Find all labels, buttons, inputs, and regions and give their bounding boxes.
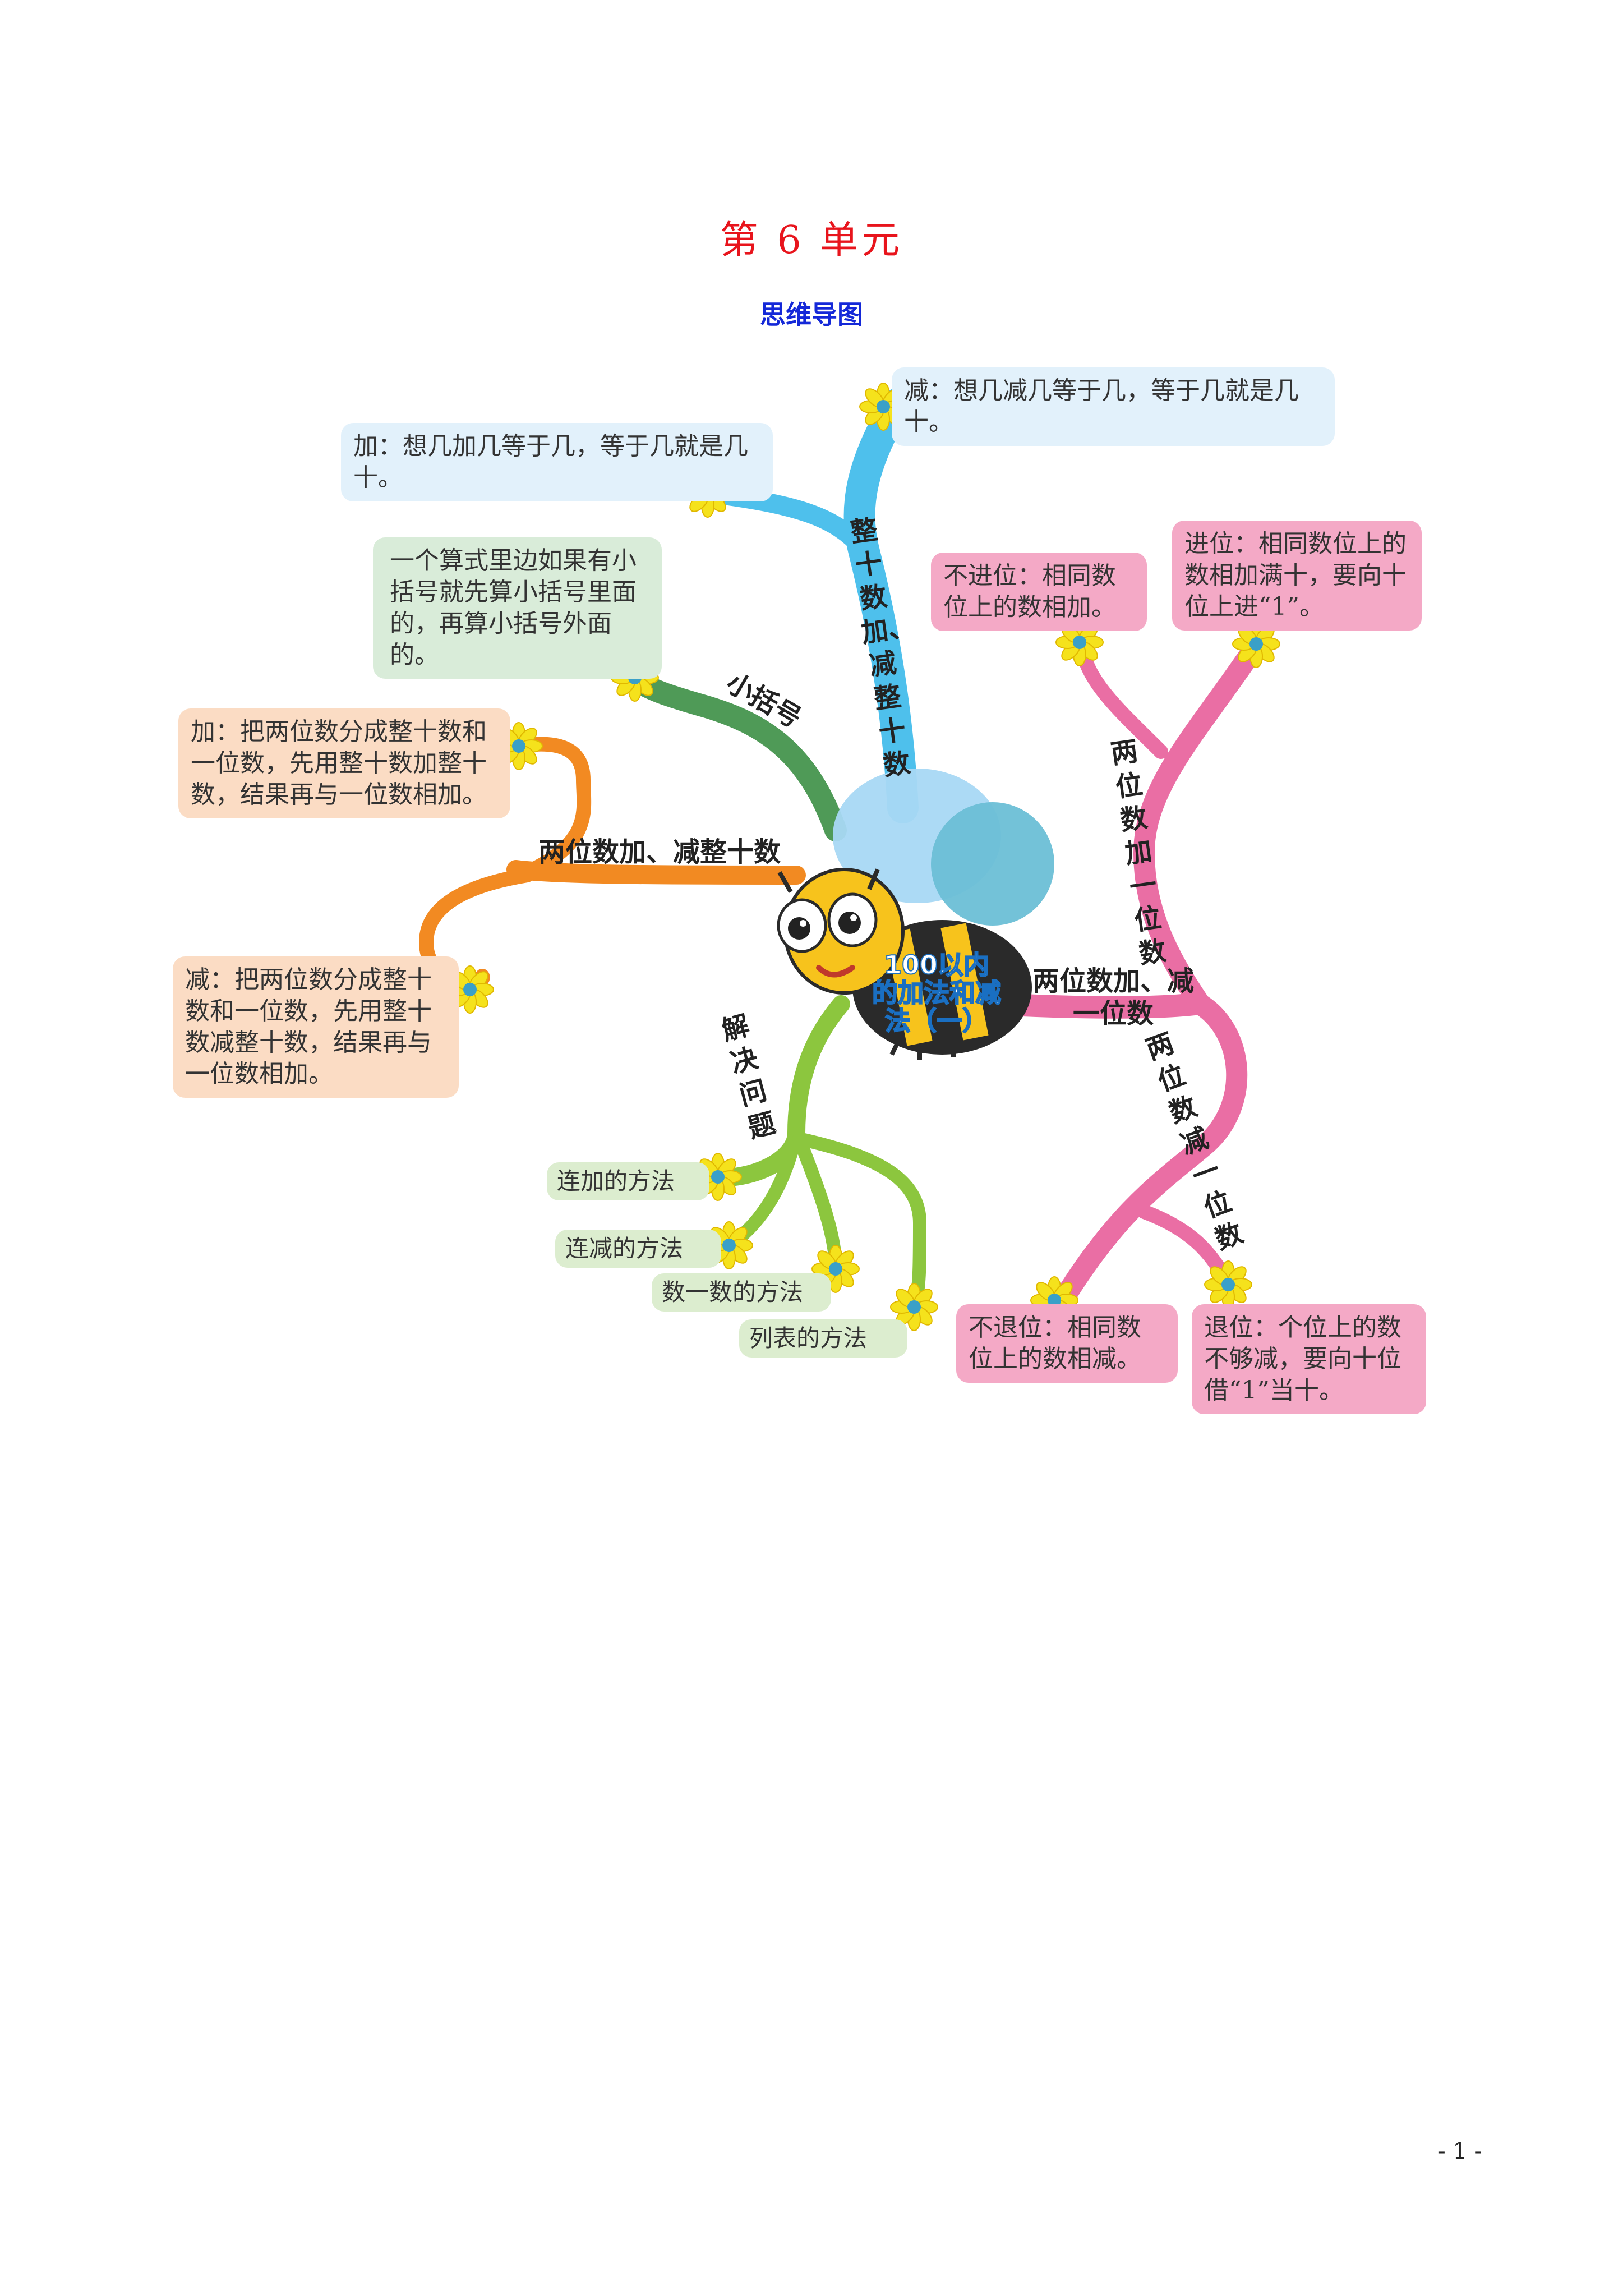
- flower-icon: [1204, 1260, 1252, 1309]
- bee-mascot: [777, 769, 1054, 1060]
- note-borrow: 退位：个位上的数不够减，要向十位借“1”当十。: [1192, 1304, 1426, 1414]
- page-number: - 1 -: [1438, 2138, 1482, 2164]
- note-no-carry: 不进位：相同数位上的数相加。: [931, 553, 1147, 631]
- note-whole-tens-add: 加：想几加几等于几，等于几就是几十。: [341, 423, 773, 501]
- note-parentheses: 一个算式里边如果有小括号就先算小括号里面的，再算小括号外面的。: [373, 537, 662, 679]
- note-two-digit-tens-add: 加：把两位数分成整十数和一位数，先用整十数加整十数，结果再与一位数相加。: [178, 708, 510, 818]
- note-two-digit-tens-sub: 减：把两位数分成整十数和一位数，先用整十数减整十数，结果再与一位数相加。: [173, 956, 459, 1098]
- note-no-borrow: 不退位：相同数位上的数相减。: [956, 1304, 1178, 1383]
- page-title: 第 6 单元: [720, 218, 903, 263]
- note-carry: 进位：相同数位上的数相加满十，要向十位上进“1”。: [1172, 521, 1422, 631]
- list-item-ps-consecutive-add: 连加的方法: [547, 1162, 709, 1200]
- branch-parentheses: [623, 668, 847, 841]
- branch-label-two-digit-tens: 两位数加、减整十数: [538, 836, 781, 868]
- center-topic: 100以内的加法和减法（一）: [872, 950, 1002, 1036]
- list-item-ps-consecutive-sub: 连减的方法: [555, 1230, 721, 1268]
- note-whole-tens-sub: 减：想几减几等于几，等于几就是几十。: [892, 367, 1335, 446]
- list-item-ps-counting: 数一数的方法: [652, 1273, 831, 1312]
- branch-problem-solving: [709, 995, 927, 1314]
- list-item-ps-table: 列表的方法: [739, 1319, 907, 1358]
- branch-label-two-digit-one: 两位数加、减一位数: [1032, 965, 1194, 1029]
- page-subtitle: 思维导图: [760, 300, 863, 330]
